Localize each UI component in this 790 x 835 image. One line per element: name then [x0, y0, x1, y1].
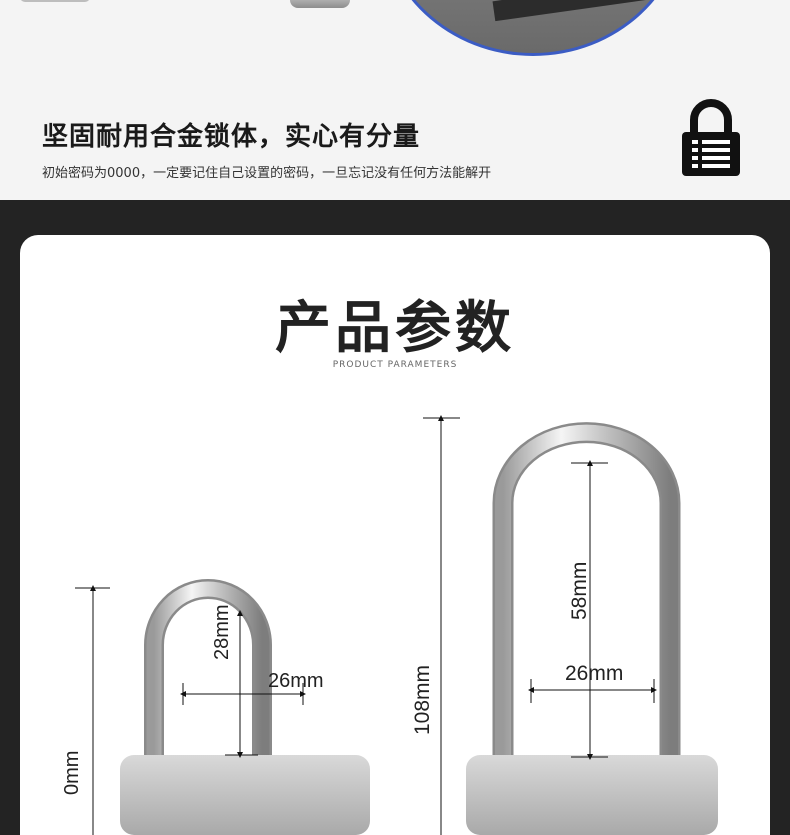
product-image-fragment: [290, 0, 350, 8]
long-shackle-height-label: 58mm: [568, 562, 591, 620]
long-padlock: [466, 422, 718, 835]
parameters-subtitle: PRODUCT PARAMETERS: [332, 360, 458, 370]
lock-icon: [682, 99, 740, 176]
short-shackle-height-label: 28mm: [211, 604, 233, 660]
lock-body: [120, 755, 370, 835]
feature-section: 坚固耐用合金锁体，实心有分量 初始密码为0000，一定要记住自己设置的密码，一旦…: [0, 0, 790, 200]
long-total-height-label: 108mm: [411, 665, 434, 735]
parameters-panel: 产品参数 PRODUCT PARAMETERS: [20, 235, 770, 835]
short-total-height-label: 0mm: [61, 751, 83, 795]
short-shackle-width-label: 26mm: [268, 670, 324, 692]
parameters-title: 产品参数: [275, 296, 515, 361]
feature-description: 初始密码为0000，一定要记住自己设置的密码，一旦忘记没有任何方法能解开: [42, 166, 492, 181]
product-image-fragment: [20, 0, 90, 2]
long-shackle-width-label: 26mm: [565, 662, 623, 685]
short-padlock: [120, 579, 370, 835]
lock-dimension-diagram: 0mm 28mm 26mm 108mm 58mm 26mm: [61, 415, 718, 835]
detail-zoom-circle: [380, 0, 686, 56]
feature-headline: 坚固耐用合金锁体，实心有分量: [42, 122, 421, 152]
lock-body: [466, 755, 718, 835]
